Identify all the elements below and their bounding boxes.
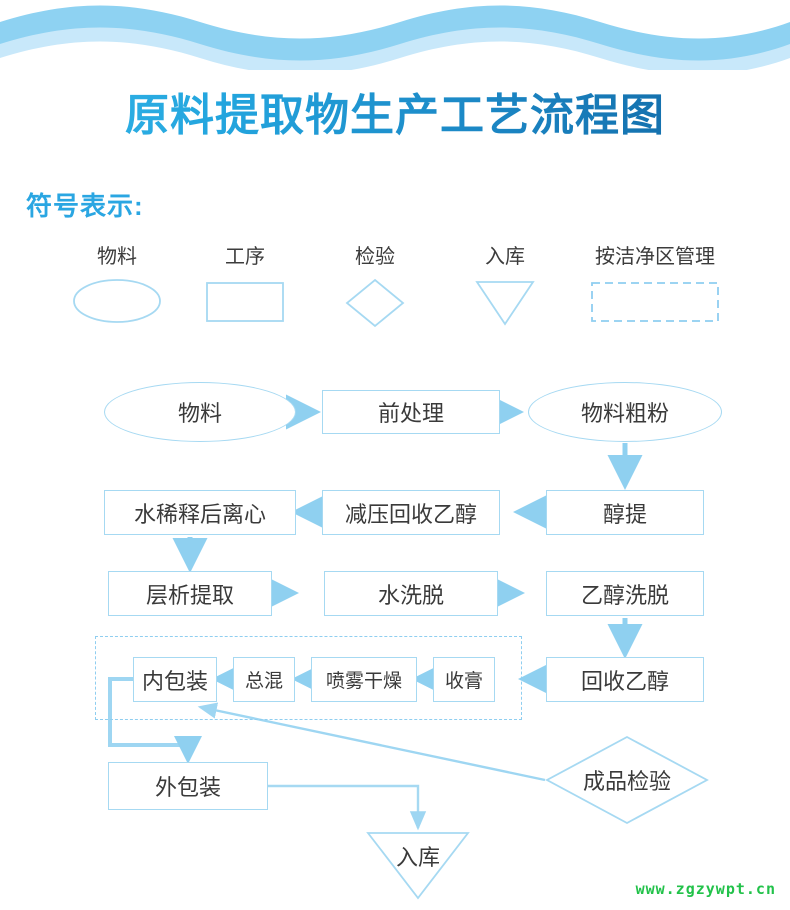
node-finished-inspection[interactable]: 成品检验 [582, 769, 671, 794]
legend-item-process: 工序 [190, 240, 300, 325]
watermark: www.zgzywpt.cn [635, 880, 776, 898]
ellipse-icon [73, 279, 161, 323]
node-outer-packaging[interactable]: 外包装 [108, 762, 268, 810]
legend-label-clean-zone: 按洁净区管理 [595, 246, 715, 268]
node-vacuum-recover-ethanol[interactable]: 减压回收乙醇 [322, 490, 500, 535]
rectangle-icon [206, 282, 284, 322]
node-inner-packaging[interactable]: 内包装 [133, 657, 217, 702]
legend-label-process: 工序 [225, 246, 265, 268]
node-recover-ethanol[interactable]: 回收乙醇 [546, 657, 704, 702]
node-water-elution[interactable]: 水洗脱 [324, 571, 498, 616]
legend-label-inspection: 检验 [355, 246, 395, 268]
legend-item-warehousing: 入库 [450, 240, 560, 327]
triangle-down-icon [475, 281, 535, 326]
node-chromatography[interactable]: 层析提取 [108, 571, 272, 616]
legend-item-clean-zone: 按洁净区管理 [565, 240, 745, 325]
legend-item-inspection: 检验 [320, 240, 430, 329]
clean-zone-container [95, 636, 522, 720]
node-spray-drying[interactable]: 喷雾干燥 [311, 657, 417, 702]
node-total-mixing[interactable]: 总混 [233, 657, 295, 702]
page-title: 原料提取物生产工艺流程图 [0, 91, 790, 140]
legend-heading: 符号表示: [26, 191, 144, 221]
legend: 物料 工序 检验 入库 按洁净区管理 [0, 240, 790, 340]
node-warehousing[interactable]: 入库 [395, 845, 440, 870]
legend-item-material: 物料 [62, 240, 172, 325]
diamond-icon [345, 278, 405, 328]
header-wave-decoration [0, 0, 790, 70]
node-ethanol-elution[interactable]: 乙醇洗脱 [546, 571, 704, 616]
dashed-rectangle-icon [591, 282, 719, 322]
legend-label-warehousing: 入库 [485, 246, 525, 268]
node-pretreatment[interactable]: 前处理 [322, 390, 500, 434]
node-material[interactable]: 物料 [104, 382, 296, 442]
node-coarse-powder[interactable]: 物料粗粉 [528, 382, 722, 442]
node-water-dilute-centrifuge[interactable]: 水稀释后离心 [104, 490, 296, 535]
legend-label-material: 物料 [97, 246, 137, 268]
node-alcohol-extraction[interactable]: 醇提 [546, 490, 704, 535]
node-collect-paste[interactable]: 收膏 [433, 657, 495, 702]
